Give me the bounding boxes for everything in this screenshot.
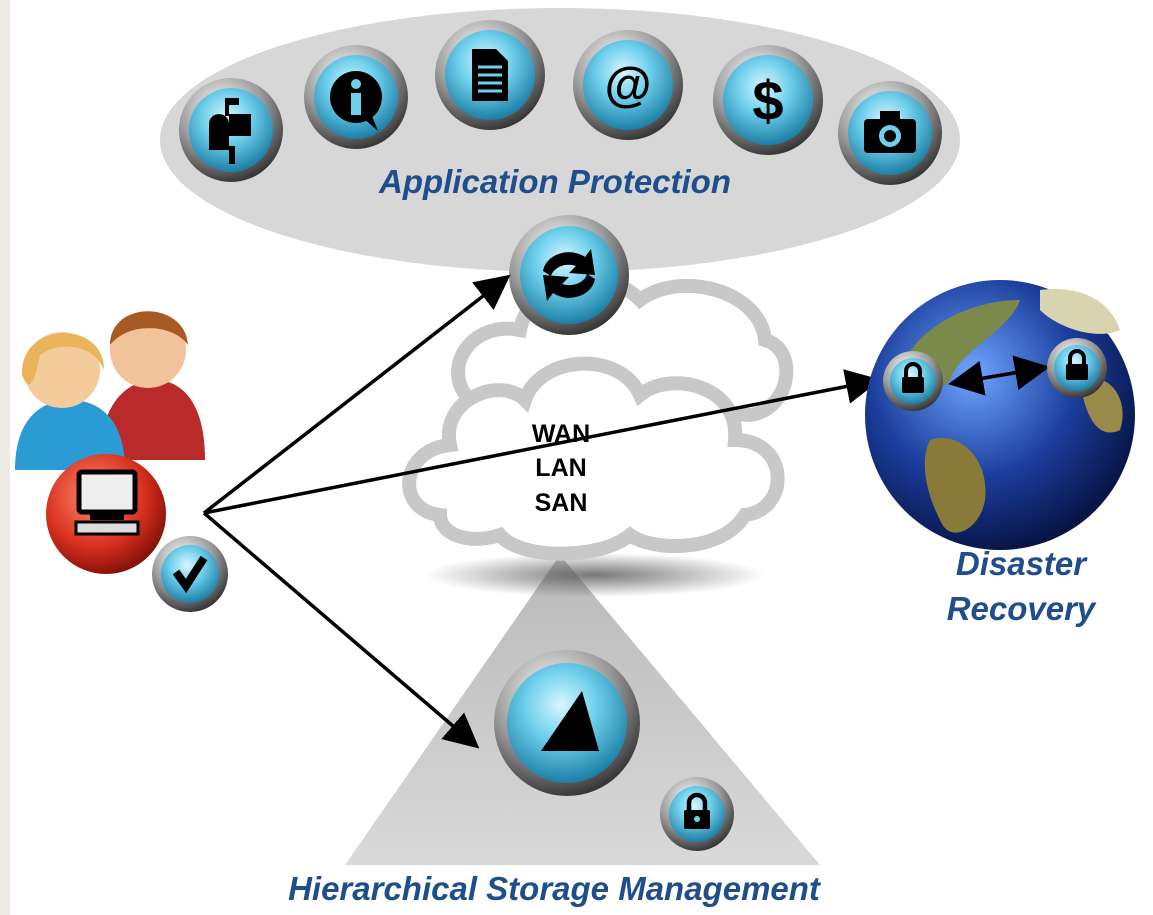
triangle-icon xyxy=(541,691,599,751)
app-icon-dollar: $ xyxy=(713,45,823,155)
checkmark-icon xyxy=(172,555,208,594)
cloud-shadow xyxy=(425,553,765,597)
users-icon xyxy=(15,311,205,470)
app-icon-mailbox xyxy=(179,78,283,182)
globe-lock-left xyxy=(883,351,943,411)
hsm-lock-badge xyxy=(660,777,734,851)
hsm-title: Hierarchical Storage Management xyxy=(288,870,822,907)
lan-label: LAN xyxy=(535,454,586,482)
arrow-to-disaster-recovery xyxy=(203,369,881,515)
globe-link-arrow xyxy=(948,355,1050,396)
check-badge xyxy=(152,536,228,612)
camera-icon xyxy=(864,111,916,153)
globe xyxy=(865,280,1135,550)
computer-badge xyxy=(46,454,166,574)
left-margin-strip xyxy=(0,0,10,915)
app-icon-document xyxy=(435,20,545,130)
application-protection-title: Application Protection xyxy=(378,163,731,200)
app-icon-info xyxy=(304,45,408,149)
lock-icon xyxy=(902,362,924,393)
app-icon-at: @ xyxy=(573,30,683,140)
disaster-recovery-title-line1: Disaster xyxy=(956,545,1088,582)
san-label: SAN xyxy=(535,489,588,517)
info-icon xyxy=(330,71,382,131)
globe-lock-right xyxy=(1047,338,1107,398)
dollar-icon: $ xyxy=(752,69,783,132)
computer-icon xyxy=(74,469,140,536)
arrow-to-application-protection xyxy=(202,274,511,515)
at-sign-icon: @ xyxy=(605,59,652,112)
disaster-recovery-title-line2: Recovery xyxy=(947,590,1097,627)
sync-button xyxy=(509,215,629,335)
sync-icon xyxy=(543,249,595,301)
network-cloud xyxy=(402,356,785,561)
lock-icon xyxy=(1066,349,1088,380)
lock-icon xyxy=(684,792,710,829)
users-group xyxy=(15,311,228,612)
mailbox-icon xyxy=(209,98,251,164)
hsm-button xyxy=(494,650,640,796)
app-icon-camera xyxy=(838,81,942,185)
document-icon xyxy=(472,49,508,101)
arrow-to-hsm xyxy=(202,511,480,749)
